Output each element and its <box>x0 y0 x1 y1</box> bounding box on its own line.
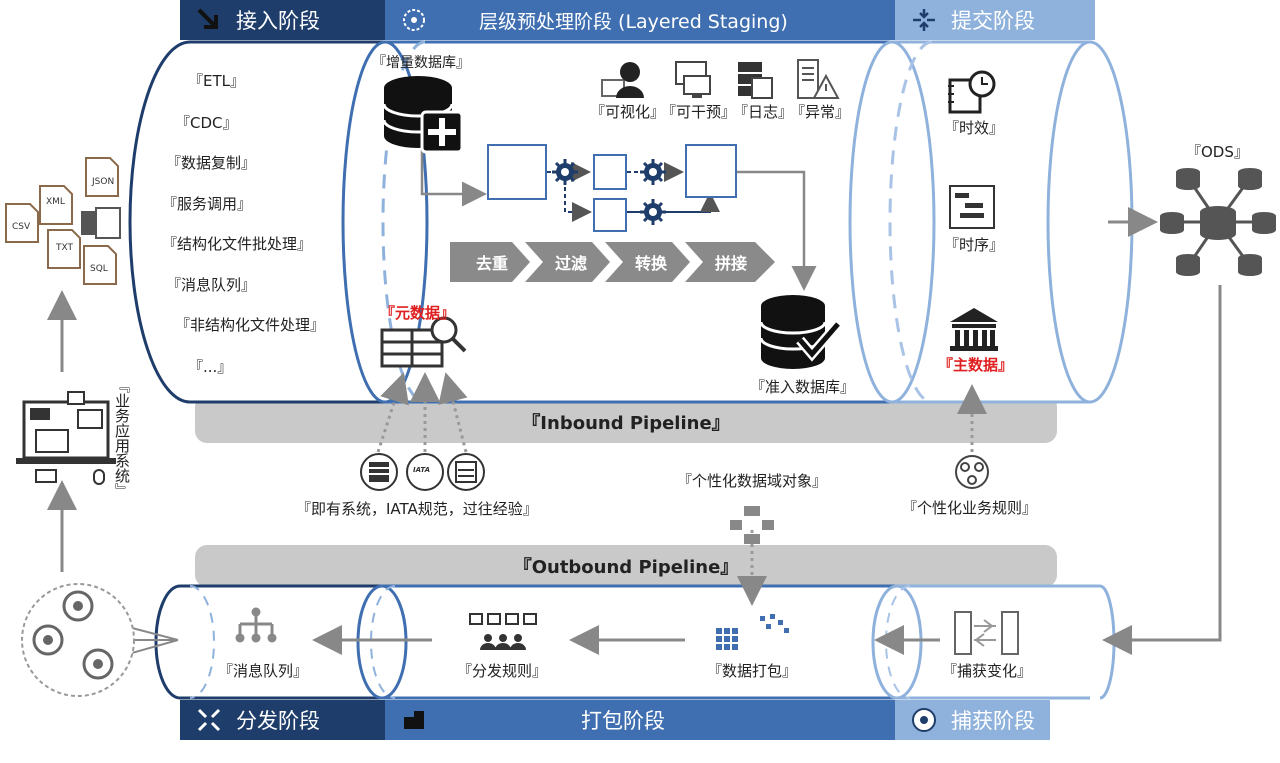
file-csv-label: CSV <box>12 222 31 232</box>
metadata-label: 『元数据』 <box>380 304 456 322</box>
step-filter: 过滤 <box>554 254 587 273</box>
dispatch-rules-label: 『分发规则』 <box>457 662 548 680</box>
outbound-pipeline-label: 『Outbound Pipeline』 <box>513 557 739 578</box>
header-dispatch: 分发阶段 <box>180 700 385 740</box>
metadata-search-icon <box>380 316 467 368</box>
ingest-method-etl: 『ETL』 <box>188 72 245 90</box>
ingest-method-message-queue: 『消息队列』 <box>166 276 257 294</box>
timeline-chart-icon <box>949 185 995 229</box>
personalized-rules-label: 『个性化业务规则』 <box>902 499 1038 517</box>
capture-circle-icon <box>909 705 939 735</box>
file-xml-label: XML <box>46 197 65 207</box>
timeliness-label: 『时效』 <box>944 119 1005 137</box>
business-app-label: 『业务应用系统』 <box>113 378 131 498</box>
header-submit-label: 提交阶段 <box>951 9 1035 33</box>
merge-arrows-icon <box>909 5 939 35</box>
header-package-label: 打包阶段 <box>581 709 665 733</box>
header-submit: 提交阶段 <box>895 0 1095 40</box>
inbound-bar-bg <box>195 395 1057 443</box>
ingest-method-replication: 『数据复制』 <box>166 154 257 172</box>
ingest-method-service-call: 『服务调用』 <box>162 195 253 213</box>
header-dispatch-label: 分发阶段 <box>236 709 320 733</box>
ingest-method-more: 『...』 <box>188 358 233 376</box>
tool-log: 『日志』 <box>733 103 794 121</box>
capture-servers-icon <box>954 611 1019 655</box>
personalized-domain-label: 『个性化数据域对象』 <box>677 472 828 490</box>
step-transform: 转换 <box>634 254 667 273</box>
file-json-label: JSON <box>92 177 115 187</box>
sequence-label: 『时序』 <box>944 236 1005 254</box>
ingest-cylinder <box>128 40 387 404</box>
existing-systems-label: 『即有系统，IATA规范，过往经验』 <box>296 500 538 518</box>
capture-change-label: 『捕获变化』 <box>942 662 1033 680</box>
file-type-icons <box>5 157 121 285</box>
header-ingest: 接入阶段 <box>180 0 385 40</box>
process-box-3 <box>593 198 627 232</box>
server-warning-icon <box>797 59 840 99</box>
process-box-2 <box>593 154 627 190</box>
ingest-method-unstructured: 『非结构化文件处理』 <box>175 316 326 334</box>
bank-building-icon <box>950 308 998 351</box>
header-staging-label: 层级预处理阶段 (Layered Staging) <box>479 10 788 33</box>
outbound-message-queue-label: 『消息队列』 <box>218 662 309 680</box>
computer-refresh-icon <box>675 61 711 98</box>
file-sql-label: SQL <box>90 264 108 274</box>
tool-intervene: 『可干预』 <box>661 103 737 121</box>
step-dedupe: 去重 <box>475 254 508 273</box>
tool-exception: 『异常』 <box>790 103 851 121</box>
iata-logo-text: IATA <box>413 466 431 474</box>
database-add-icon <box>382 76 464 154</box>
laptop-app-icon <box>16 391 116 485</box>
ingest-method-cdc: 『CDC』 <box>175 114 238 132</box>
dispatch-rules-icon <box>469 613 537 650</box>
ods-network-icon <box>1160 168 1276 276</box>
clock-notebook-icon <box>948 70 996 114</box>
ingest-method-structured-batch: 『结构化文件批处理』 <box>162 235 313 253</box>
existing-system-icons <box>360 453 485 491</box>
file-txt-label: TXT <box>56 243 74 253</box>
header-staging: 层级预处理阶段 (Layered Staging) <box>385 0 895 40</box>
ods-label: 『ODS』 <box>1186 143 1249 161</box>
layers-icon <box>399 5 429 35</box>
admitted-db-label: 『准入数据库』 <box>750 378 856 396</box>
outbound-bar-bg <box>195 545 1057 587</box>
header-capture: 捕获阶段 <box>895 700 1050 740</box>
header-package: 打包阶段 <box>385 700 895 740</box>
step-chevrons <box>450 242 775 282</box>
boxes-icon <box>399 705 429 735</box>
gear-cluster-icon <box>21 583 135 697</box>
arrow-in-icon <box>194 5 224 35</box>
user-screen-icon <box>601 62 644 98</box>
master-data-label: 『主数据』 <box>938 356 1014 374</box>
inbound-pipeline-label: 『Inbound Pipeline』 <box>522 413 730 434</box>
database-check-icon <box>759 295 842 369</box>
server-log-icon <box>738 62 773 99</box>
process-box-1 <box>487 144 547 200</box>
header-ingest-label: 接入阶段 <box>236 9 320 33</box>
message-queue-tree-icon <box>235 607 277 643</box>
process-box-4 <box>685 144 737 198</box>
incremental-db-label: 『增量数据库』 <box>372 55 470 71</box>
tool-visualize: 『可视化』 <box>590 103 666 121</box>
rules-network-icon <box>955 455 989 489</box>
data-packaging-icon <box>716 614 789 650</box>
scatter-arrows-icon <box>194 705 224 735</box>
domain-object-icon <box>730 506 774 544</box>
header-capture-label: 捕获阶段 <box>951 709 1035 733</box>
step-concat: 拼接 <box>714 254 747 273</box>
data-packaging-label: 『数据打包』 <box>707 662 798 680</box>
